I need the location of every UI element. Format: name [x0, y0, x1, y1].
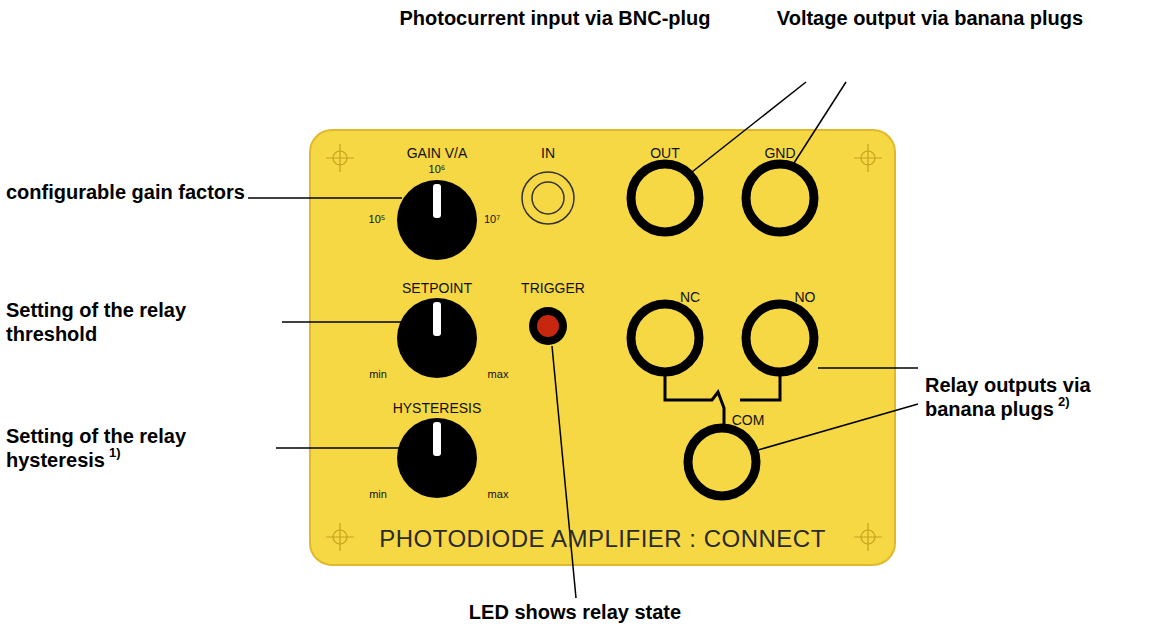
panel-label: 10⁷	[484, 213, 500, 226]
callout-label: Setting of the relay threshold	[6, 298, 281, 346]
footnote-mark: 1)	[109, 445, 121, 461]
panel-label: min	[369, 488, 387, 501]
panel-label: GND	[764, 145, 795, 162]
banana-jacks	[631, 164, 814, 496]
panel-label: 10⁵	[369, 213, 386, 226]
housing-panel	[310, 130, 895, 565]
panel-label: IN	[541, 145, 555, 162]
panel-label: OUT	[650, 145, 680, 162]
panel-label: NC	[680, 289, 700, 306]
panel-label: GAIN V/A	[407, 145, 468, 162]
panel-label: max	[488, 488, 509, 501]
panel-label: COM	[732, 412, 765, 429]
panel-label: 10⁶	[429, 163, 446, 176]
callout-label: LED shows relay state	[469, 600, 681, 624]
callout-label: Voltage output via banana plugs	[745, 6, 1115, 30]
footnote-mark: 2)	[1058, 394, 1070, 410]
callout-label: Setting of the relay hysteresis	[6, 424, 274, 472]
panel-label: min	[369, 368, 387, 381]
panel-label: NO	[795, 289, 816, 306]
callout-label: configurable gain factors	[6, 180, 246, 204]
led	[529, 307, 567, 345]
callout-label: Relay outputs via banana plugs	[925, 373, 1165, 421]
leader-lines	[248, 82, 918, 598]
panel-label: max	[488, 368, 509, 381]
panel-title: PHOTODIODE AMPLIFIER : CONNECT	[379, 525, 826, 553]
knobs	[397, 180, 477, 498]
amplifier-panel: PHOTODIODE AMPLIFIER : CONNECT	[310, 130, 895, 565]
mount-marks	[326, 144, 882, 551]
panel-label: HYSTERESIS	[393, 400, 482, 417]
panel-label: SETPOINT	[402, 280, 472, 297]
panel-label: TRIGGER	[521, 280, 585, 297]
callout-label: Photocurrent input via BNC-plug	[395, 6, 715, 30]
bnc-plug	[522, 172, 574, 224]
